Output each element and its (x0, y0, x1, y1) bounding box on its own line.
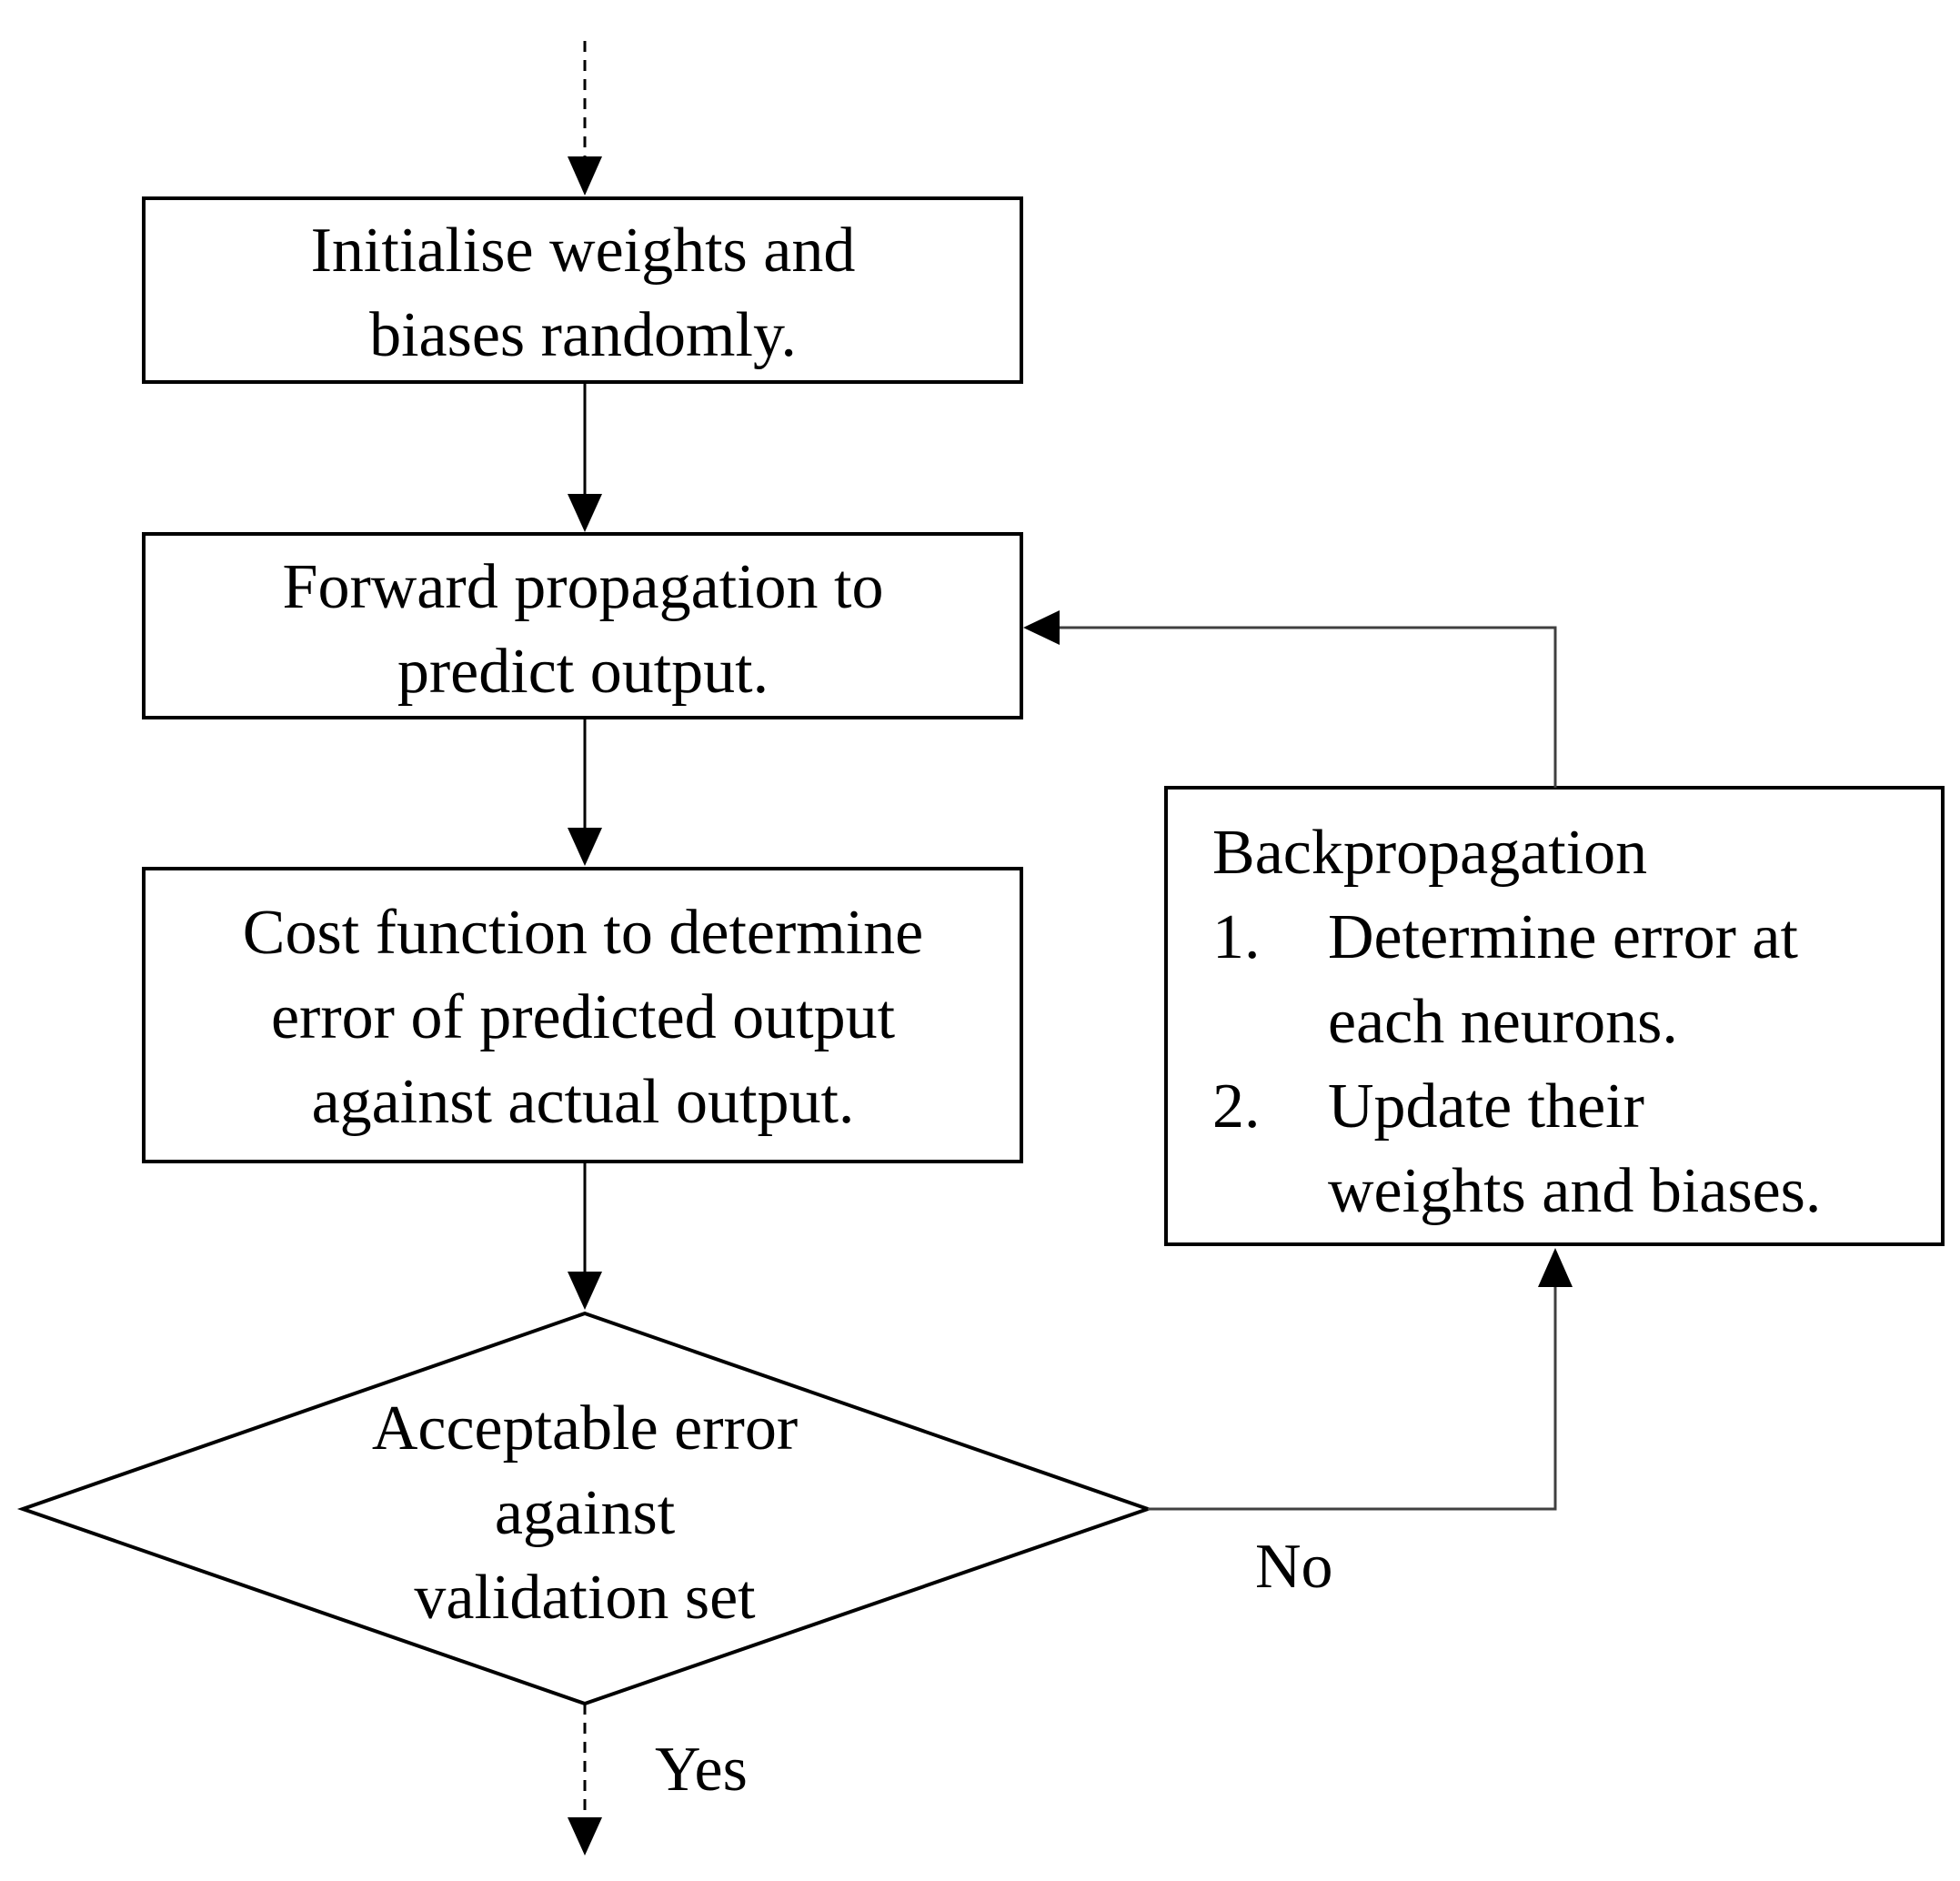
exit-arrow-yes (568, 1704, 602, 1856)
arrow-backprop-to-forward (1023, 610, 1557, 788)
forward-line-2: predict output. (397, 637, 769, 707)
init-line-2: biases randomly. (369, 300, 797, 370)
arrow-forward-to-cost (568, 718, 602, 866)
backprop-item-1-line-1: Determine error at (1328, 902, 1798, 972)
decision-line-2: against (495, 1478, 676, 1548)
edge-label-no: No (1255, 1532, 1333, 1602)
backprop-item-2-number: 2. (1212, 1071, 1261, 1142)
backprop-item-2-line-2: weights and biases. (1328, 1156, 1821, 1226)
entry-arrow (568, 41, 602, 196)
backprop-title: Backpropagation (1212, 818, 1647, 888)
forward-node: Forward propagation to predict output. (142, 532, 1023, 719)
cost-line-2: error of predicted output (271, 982, 896, 1052)
decision-line-3: validation set (414, 1563, 756, 1633)
init-node: Initialise weights and biases randomly. (142, 196, 1023, 384)
decision-line-1: Acceptable error (372, 1393, 798, 1464)
arrow-no-to-backprop (1148, 1248, 1573, 1511)
arrow-cost-to-decision (568, 1162, 602, 1310)
cost-line-1: Cost function to determine (243, 898, 923, 968)
init-line-1: Initialise weights and (311, 216, 856, 286)
backprop-item-1-number: 1. (1212, 902, 1261, 972)
backprop-node: Backpropagation 1. Determine error at ea… (1164, 786, 1945, 1246)
arrow-init-to-forward (568, 382, 602, 532)
cost-node: Cost function to determine error of pred… (142, 867, 1023, 1163)
decision-node: Acceptable error against validation set (16, 1311, 1154, 1706)
forward-line-1: Forward propagation to (283, 552, 884, 622)
cost-line-3: against actual output. (312, 1067, 855, 1137)
edge-label-yes: Yes (655, 1735, 748, 1805)
backprop-item-1-line-2: each neurons. (1328, 987, 1678, 1057)
backprop-item-2-line-1: Update their (1328, 1071, 1644, 1142)
